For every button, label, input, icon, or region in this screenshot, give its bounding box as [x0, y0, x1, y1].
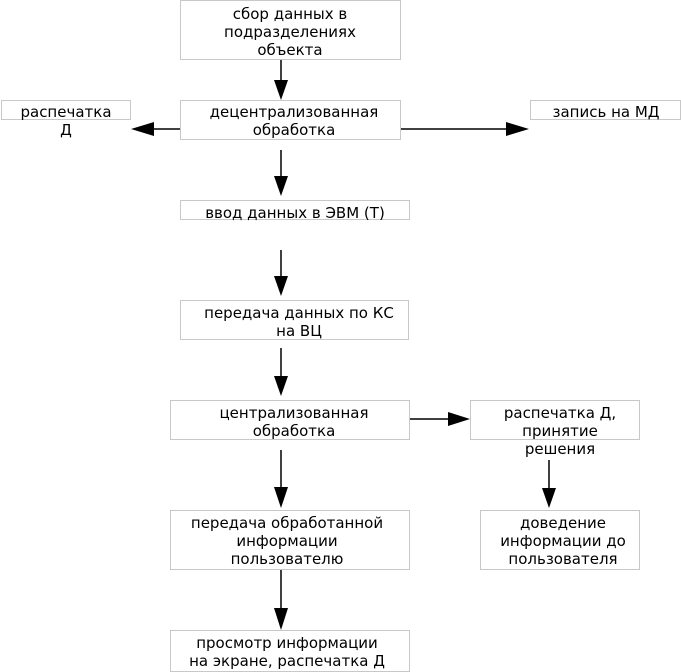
- arrowhead-decentralized-to-record: [506, 122, 529, 136]
- box-transfer-user: [170, 510, 410, 570]
- node-collection: сбор данных в подразделениях объекта: [224, 5, 356, 59]
- box-printout-left: [1, 100, 131, 120]
- arrowhead-centralized-to-transfer-user: [274, 487, 288, 508]
- arrowhead-decision-to-delivery: [542, 488, 556, 508]
- box-delivery: [480, 510, 640, 570]
- box-transfer: [180, 300, 409, 340]
- arrowhead-transfer-to-centralized: [274, 376, 288, 396]
- box-input: [180, 200, 410, 220]
- node-view: просмотр информации на экране, распечатк…: [189, 634, 385, 670]
- node-input: ввод данных в ЭВМ (Т): [205, 204, 385, 222]
- node-decentralized: децентрализованная обработка: [209, 103, 379, 139]
- box-printout-decision: [470, 400, 640, 440]
- box-collection: [180, 0, 401, 60]
- node-printout-decision: распечатка Д, принятие решения: [503, 404, 617, 458]
- arrowhead-decentralized-to-input: [274, 176, 288, 196]
- node-delivery: доведение информации до пользователя: [500, 514, 626, 568]
- node-centralized: централизованная обработка: [219, 404, 369, 440]
- arrowhead-centralized-to-decision: [448, 412, 470, 426]
- node-transfer: передача данных по КС на ВЦ: [204, 304, 394, 340]
- box-decentralized: [180, 100, 401, 140]
- node-record-md: запись на МД: [552, 103, 660, 121]
- node-transfer-user: передача обработанной информации пользов…: [190, 514, 384, 568]
- arrowhead-transfer-user-to-view: [274, 608, 288, 630]
- box-centralized: [170, 400, 410, 440]
- arrowhead-input-to-transfer: [274, 276, 288, 296]
- arrowhead-collection-to-decentralized: [274, 80, 288, 100]
- arrowhead-decentralized-to-printout: [131, 122, 154, 136]
- node-printout-left: распечатка Д: [20, 103, 112, 139]
